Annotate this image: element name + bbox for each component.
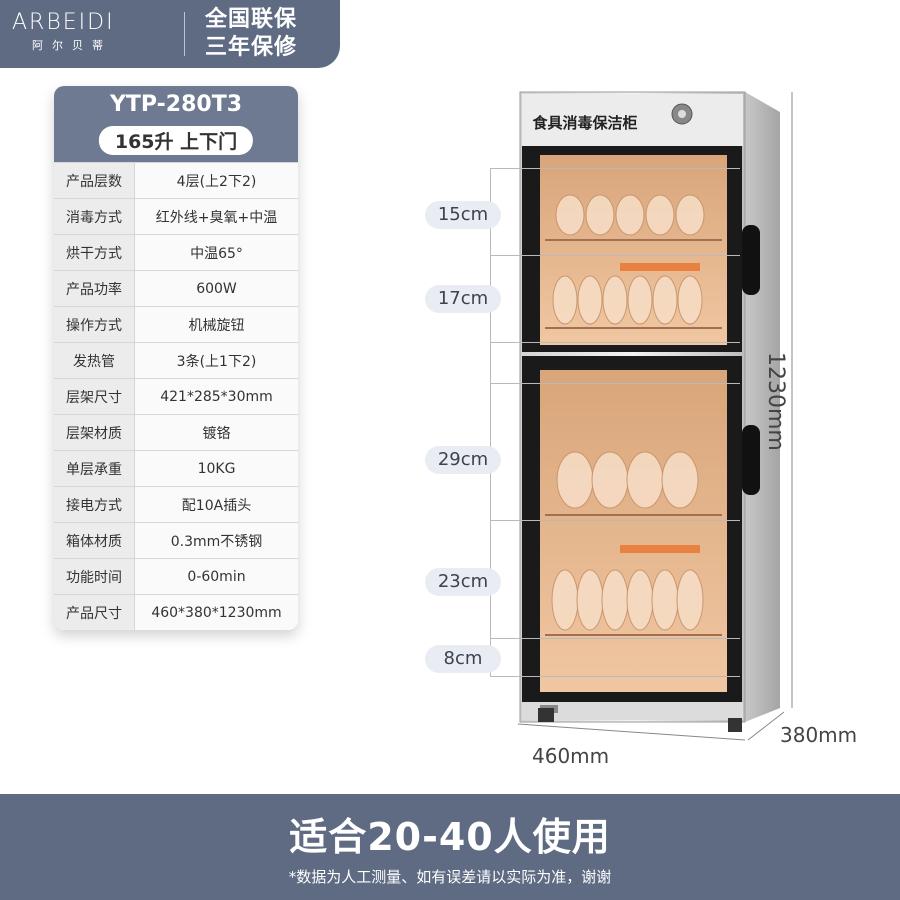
upper-hinge [742, 225, 760, 295]
cabinet-base [522, 702, 743, 720]
spec-value: 镀铬 [135, 415, 298, 450]
shelf-guide-line [490, 638, 740, 639]
spec-label: 层架尺寸 [54, 379, 135, 414]
spec-label: 产品尺寸 [54, 595, 135, 630]
brand-header: ARBEIDI 阿尔贝蒂 全国联保 三年保修 [0, 0, 340, 68]
spec-label: 操作方式 [54, 307, 135, 342]
shelf-dim-8cm: 8cm [425, 645, 501, 673]
spec-row: 接电方式配10A插头 [54, 486, 298, 522]
lower-door-glass [540, 370, 727, 692]
spec-label: 接电方式 [54, 487, 135, 522]
spec-value: 460*380*1230mm [135, 595, 298, 630]
warranty-line-2: 三年保修 [205, 35, 298, 60]
brand-logo: ARBEIDI 阿尔贝蒂 [12, 10, 172, 53]
lower-dishes [551, 451, 704, 631]
spec-value: 4层(上2下2) [135, 163, 298, 198]
spec-label: 箱体材质 [54, 523, 135, 558]
shelf-guide-line [490, 383, 740, 384]
depth-dimension: 380mm [780, 723, 858, 747]
spec-value: 600W [135, 271, 298, 306]
spec-value: 10KG [135, 451, 298, 486]
spec-value: 421*285*30mm [135, 379, 298, 414]
shelf-guide-line [490, 168, 740, 169]
shelf-guide-line [490, 255, 740, 256]
spec-label: 产品功率 [54, 271, 135, 306]
depth-line [747, 711, 785, 741]
spec-label: 产品层数 [54, 163, 135, 198]
spec-value: 3条(上1下2) [135, 343, 298, 378]
brand-name: ARBEIDI [12, 10, 115, 35]
upper-dishes [552, 194, 705, 325]
warranty-badge: 全国联保 三年保修 [205, 6, 297, 62]
shelf-guide-vertical [490, 168, 491, 676]
spec-label: 消毒方式 [54, 199, 135, 234]
height-dimension: 1230mm [763, 352, 788, 451]
spec-label: 单层承重 [54, 451, 135, 486]
shelf-dim-15cm: 15cm [425, 201, 501, 229]
capacity-badge: 165升 上下门 [98, 126, 254, 155]
measurement-disclaimer: *数据为人工测量、如有误差请以实际为准，谢谢 [288, 868, 612, 886]
footer-banner: 适合20-40人使用 *数据为人工测量、如有误差请以实际为准，谢谢 [0, 794, 900, 900]
spec-value: 中温65° [135, 235, 298, 270]
shelf-dim-17cm: 17cm [425, 285, 501, 313]
spec-row: 操作方式机械旋钮 [54, 306, 298, 342]
width-line [517, 723, 746, 741]
spec-value: 0.3mm不锈钢 [135, 523, 298, 558]
spec-table-header: YTP-280T3 165升 上下门 [54, 86, 298, 162]
lower-hinge [742, 425, 760, 495]
shelf-dim-29cm: 29cm [425, 446, 501, 474]
model-number: YTP-280T3 [109, 92, 243, 117]
shelf-dim-23cm: 23cm [425, 568, 501, 596]
spec-value: 0-60min [135, 559, 298, 594]
spec-label: 层架材质 [54, 415, 135, 450]
brand-name-cn: 阿尔贝蒂 [32, 39, 112, 52]
spec-value: 配10A插头 [135, 487, 298, 522]
foot-front-right [728, 718, 742, 732]
panel-label: 食具消毒保洁柜 [532, 114, 637, 132]
spec-value: 机械旋钮 [135, 307, 298, 342]
control-panel [522, 94, 743, 146]
shelf-guide-line [490, 676, 740, 677]
spec-row: 烘干方式中温65° [54, 234, 298, 270]
width-dimension: 460mm [532, 744, 610, 768]
spec-row: 层架材质镀铬 [54, 414, 298, 450]
spec-label: 烘干方式 [54, 235, 135, 270]
shelf-guide-line [490, 520, 740, 521]
shelf-guide-line [490, 342, 740, 343]
spec-label: 功能时间 [54, 559, 135, 594]
spec-value: 红外线+臭氧+中温 [135, 199, 298, 234]
capacity-slogan: 适合20-40人使用 [289, 815, 611, 859]
foot-front-left [538, 708, 554, 722]
warranty-line-1: 全国联保 [205, 7, 298, 32]
header-divider [184, 12, 185, 56]
spec-label: 发热管 [54, 343, 135, 378]
spec-row: 消毒方式红外线+臭氧+中温 [54, 198, 298, 234]
